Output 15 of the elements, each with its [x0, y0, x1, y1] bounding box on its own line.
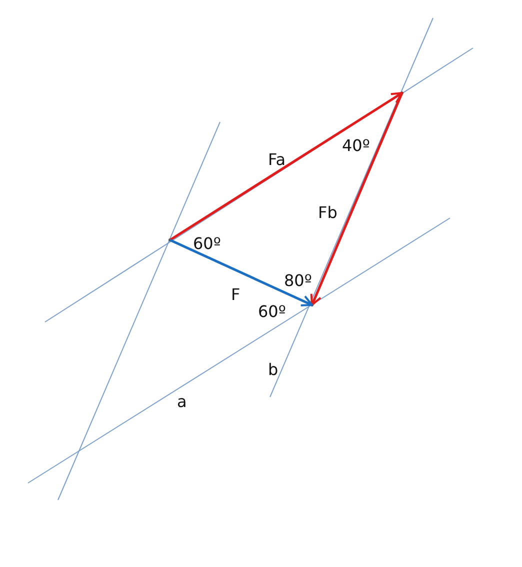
- vector-label: Fa: [268, 152, 286, 168]
- force-vector-arrow: [169, 238, 313, 306]
- vertex-point: [400, 92, 404, 94]
- line-label: a: [177, 394, 187, 410]
- line-label: b: [268, 362, 278, 378]
- vertex-point: [168, 238, 172, 242]
- angle-label: 60º: [193, 236, 221, 252]
- vertex-point: [310, 304, 314, 306]
- angle-label: 80º: [284, 273, 312, 289]
- angle-label: 40º: [342, 138, 370, 154]
- angle-label: 60º: [258, 304, 286, 320]
- vector-label: F: [231, 287, 240, 303]
- force-vector-arrow: [169, 92, 403, 242]
- force-vector-arrow: [310, 92, 404, 306]
- vector-label: Fb: [318, 205, 338, 221]
